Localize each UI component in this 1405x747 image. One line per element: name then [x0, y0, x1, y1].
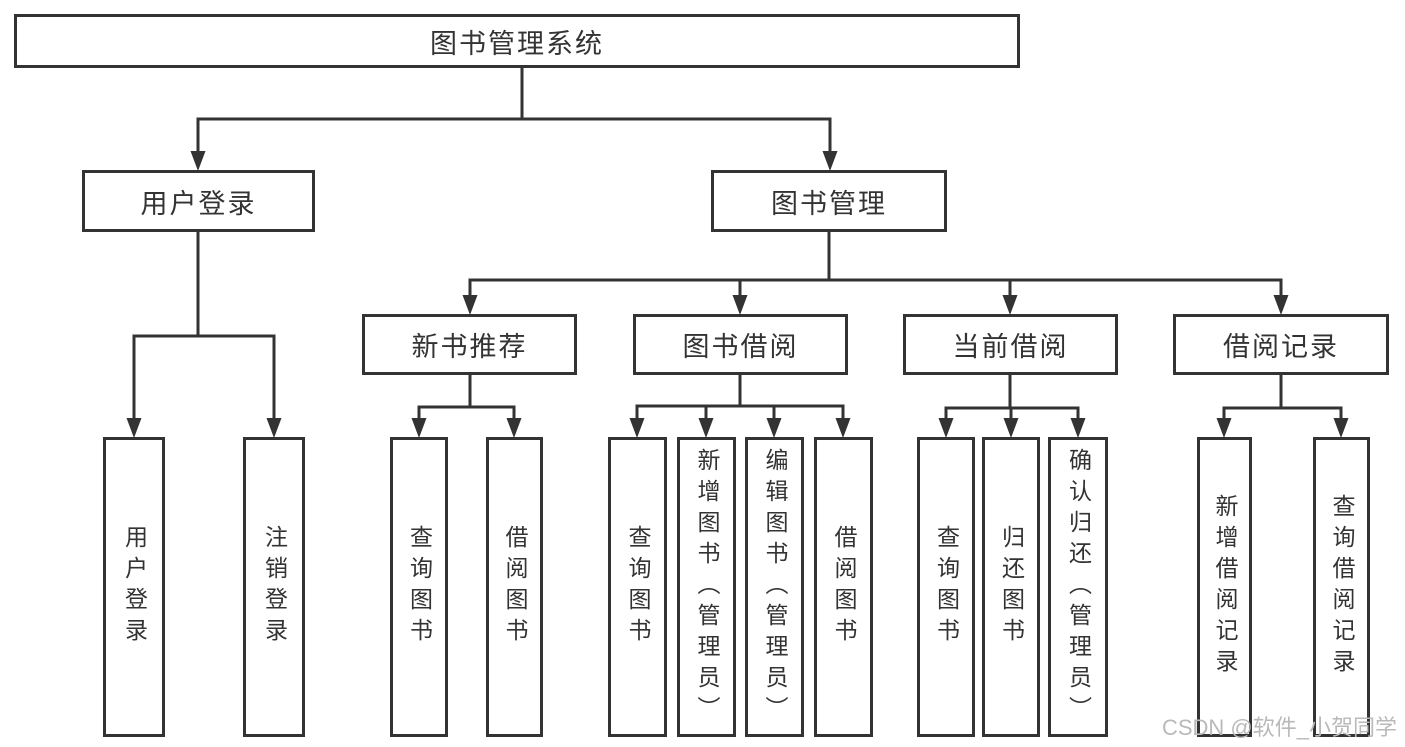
arrow-down-icon — [266, 418, 282, 438]
arrow-down-icon — [938, 418, 954, 438]
watermark-text: CSDN @软件_小贺同学 — [1161, 715, 1397, 740]
connector-new-book-to-leaves — [411, 374, 522, 438]
leaf-records-add-borrow-record: 新增借阅记录 — [1197, 437, 1252, 737]
node-label: 图书借阅 — [682, 332, 799, 362]
arrow-down-icon — [1070, 418, 1086, 438]
node-label: 图书管理系统 — [430, 28, 604, 59]
leaf-newbook-borrow-books: 借阅图书 — [486, 437, 543, 737]
node-current-borrowing: 当前借阅 — [903, 314, 1118, 375]
arrow-down-icon — [411, 418, 427, 438]
node-label: 新增借阅记录 — [1212, 494, 1238, 680]
node-book-management: 图书管理 — [711, 170, 947, 232]
leaf-current-confirm-return-admin: 确认归还（管理员） — [1048, 437, 1108, 737]
connector-current-borrowing-to-leaves — [938, 374, 1086, 438]
arrow-down-icon — [126, 418, 142, 438]
connector-root-to-level2 — [190, 67, 838, 171]
node-label: 编辑图书（管理员） — [762, 447, 788, 727]
node-label: 新增图书（管理员） — [694, 447, 720, 727]
node-label: 查询借阅记录 — [1329, 494, 1355, 680]
arrow-down-icon — [766, 418, 782, 438]
node-label: 查询图书 — [406, 525, 433, 649]
leaf-user-login: 用户登录 — [103, 437, 165, 737]
connector-book-management-to-level3 — [462, 231, 1289, 315]
node-label: 用户登录 — [121, 525, 148, 649]
arrow-down-icon — [1002, 295, 1018, 315]
arrow-down-icon — [1333, 418, 1349, 438]
leaf-newbook-query-books: 查询图书 — [390, 437, 448, 737]
node-label: 借阅图书 — [831, 525, 857, 649]
node-user-login: 用户登录 — [82, 170, 315, 232]
arrow-down-icon — [1003, 418, 1019, 438]
node-label: 借阅记录 — [1223, 332, 1339, 362]
arrow-down-icon — [822, 151, 838, 171]
arrow-down-icon — [629, 418, 645, 438]
leaf-current-query-books: 查询图书 — [917, 437, 975, 737]
arrow-down-icon — [462, 295, 478, 315]
arrow-down-icon — [1273, 295, 1289, 315]
connector-book-borrowing-to-leaves — [629, 374, 851, 438]
arrow-down-icon — [190, 151, 206, 171]
leaf-logout: 注销登录 — [243, 437, 305, 737]
node-borrowing-records: 借阅记录 — [1173, 314, 1389, 375]
arrow-down-icon — [835, 418, 851, 438]
leaf-current-return-books: 归还图书 — [982, 437, 1040, 737]
leaf-records-query-borrow-record: 查询借阅记录 — [1313, 437, 1370, 737]
arrow-down-icon — [698, 418, 714, 438]
leaf-borrow-add-books-admin: 新增图书（管理员） — [677, 437, 736, 737]
node-label: 借阅图书 — [502, 525, 528, 649]
node-label: 用户登录 — [140, 188, 257, 219]
node-new-book-recommend: 新书推荐 — [362, 314, 577, 375]
node-label: 确认归还（管理员） — [1065, 447, 1092, 727]
connector-user-login-to-leaves — [126, 231, 282, 438]
node-label: 查询图书 — [933, 525, 960, 649]
leaf-borrow-query-books: 查询图书 — [608, 437, 667, 737]
node-label: 归还图书 — [998, 525, 1025, 649]
leaf-borrow-edit-books-admin: 编辑图书（管理员） — [745, 437, 804, 737]
node-label: 查询图书 — [625, 525, 651, 649]
arrow-down-icon — [1216, 418, 1232, 438]
arrow-down-icon — [506, 418, 522, 438]
node-label: 注销登录 — [261, 525, 288, 649]
node-book-borrowing: 图书借阅 — [633, 314, 848, 375]
arrow-down-icon — [732, 295, 748, 315]
node-label: 图书管理 — [771, 188, 887, 219]
leaf-borrow-borrow-books: 借阅图书 — [814, 437, 873, 737]
node-label: 新书推荐 — [411, 332, 528, 362]
node-library-system: 图书管理系统 — [14, 14, 1020, 68]
node-label: 当前借阅 — [952, 332, 1069, 362]
connector-borrowing-records-to-leaves — [1216, 374, 1349, 438]
